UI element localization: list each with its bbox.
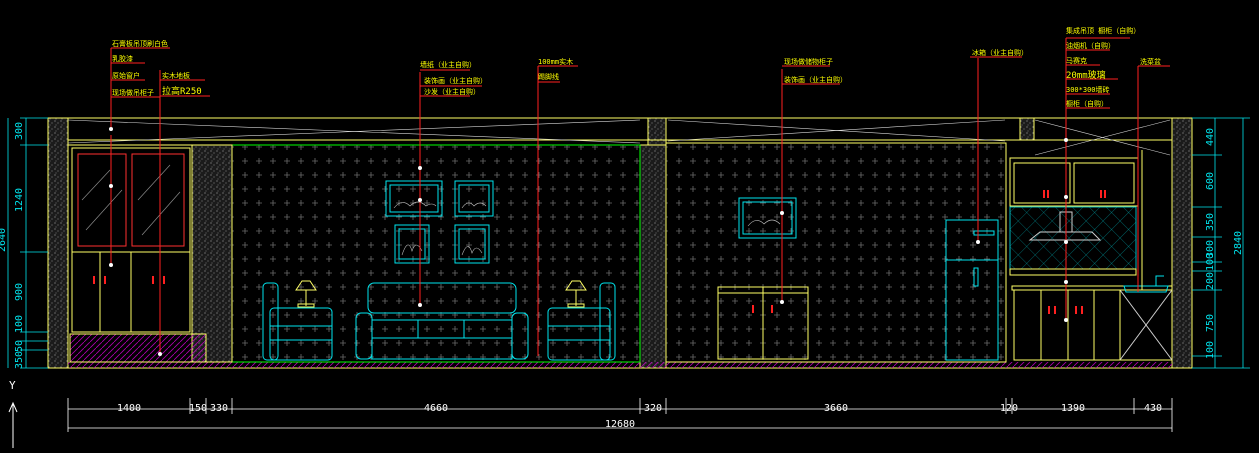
right-wall-section (1171, 117, 1193, 369)
left-dim-3: 900 (14, 283, 25, 301)
floor-finish (68, 362, 1172, 368)
note-cabinet-bottom: 橱柜（自购） (1066, 99, 1108, 108)
note-glass: 20mm玻璃 (1066, 69, 1106, 81)
note-hood: 油烟机（自购） (1066, 41, 1115, 50)
annotation-n2: 实木地板 拉高R250 (162, 71, 202, 97)
annotation-n6: 冰箱（业主自购） (972, 48, 1028, 57)
left-dim-5: 50 (14, 340, 25, 352)
bottom-dimension-labels: 1400 150 330 4660 320 3660 120 1390 430 … (117, 403, 1162, 430)
annotation-n5: 现场做储物柜子 装饰画（业主自购） (784, 57, 847, 84)
right-dim-3: 300 (1205, 240, 1216, 258)
note-kitchen-ceiling: 集成吊顶 橱柜（自购） (1066, 26, 1140, 35)
left-dim-4: 100 (14, 315, 25, 333)
note-sofa: 沙发（业主自购） (424, 87, 480, 96)
bottom-dim-total: 12680 (605, 419, 635, 430)
bottom-dimension-chain (67, 398, 1173, 432)
left-dimension-chain (7, 117, 48, 369)
leader-lines (110, 37, 1170, 356)
annotation-n1: 石膏板吊顶刷白色 乳胶漆 原始窗户 现场做吊柜子 (112, 39, 168, 97)
note-fridge: 冰箱（业主自购） (972, 48, 1028, 57)
bottom-dim-4: 320 (644, 403, 662, 414)
right-dimension-labels: 440 600 350 300 100 200 750 100 2840 (1205, 128, 1244, 359)
note-raise: 拉高R250 (162, 85, 202, 97)
display-cabinet (69, 147, 207, 363)
annotation-n4: 100mm实木 踢脚线 (538, 57, 573, 81)
leader-dots (109, 127, 1068, 356)
note-paint: 乳胶漆 (112, 54, 133, 63)
right-dimension-chain (1192, 117, 1250, 369)
refrigerator-icon (945, 219, 999, 361)
dining-wallpaper (665, 142, 1007, 363)
note-floor: 实木地板 (162, 71, 190, 80)
table-lamp-icon (295, 280, 587, 308)
left-dimension-labels: 300 1240 2640 900 100 50 350 (0, 122, 25, 369)
note-wallpaper: 墙纸（业主自购） (420, 60, 476, 69)
bottom-dim-0: 1400 (117, 403, 141, 414)
annotation-n7: 集成吊顶 橱柜（自购） 油烟机（自购） 马赛克 20mm玻璃 300*300墙砖… (1066, 26, 1140, 108)
living-room-wallpaper (231, 144, 641, 363)
ucs-axis-icon: Y (8, 379, 18, 448)
storage-cabinet (717, 286, 809, 360)
dining-picture (738, 197, 797, 239)
kitchen-cabinets (1009, 157, 1173, 361)
note-dining-picture: 装饰画（业主自购） (784, 75, 847, 84)
annotation-n3: 墙纸（业主自购） 装饰画（业主自购） 沙发（业主自购） (420, 60, 487, 96)
left-dim-0: 300 (14, 122, 25, 140)
sofa-icon (355, 282, 529, 360)
note-sink: 洗菜盆 (1140, 57, 1161, 66)
note-storage: 现场做储物柜子 (784, 57, 833, 66)
note-picture: 装饰画（业主自购） (424, 76, 487, 85)
bottom-dim-8: 430 (1144, 403, 1162, 414)
platform-step (69, 333, 207, 363)
annotation-n8: 洗菜盆 (1140, 57, 1161, 66)
note-window: 原始窗户 (112, 71, 140, 80)
right-dim-2: 350 (1205, 213, 1216, 231)
bottom-dim-7: 1390 (1061, 403, 1085, 414)
note-ceiling: 石膏板吊顶刷白色 (112, 39, 168, 48)
note-skirting-size: 100mm实木 (538, 57, 573, 66)
picture-frames (385, 180, 494, 264)
column-section (639, 144, 667, 369)
right-dim-1: 600 (1205, 172, 1216, 190)
bottom-dim-5: 3660 (824, 403, 848, 414)
right-dim-0: 440 (1205, 128, 1216, 146)
right-dim-total: 2840 (1233, 231, 1244, 255)
armchair-icon (262, 282, 616, 361)
right-dim-7: 100 (1205, 341, 1216, 359)
note-cabinet: 现场做吊柜子 (112, 88, 154, 97)
bottom-dim-2: 330 (210, 403, 228, 414)
left-wall-section (47, 117, 69, 369)
right-dim-5: 200 (1205, 272, 1216, 290)
left-dim-2: 2640 (0, 228, 8, 252)
bottom-dim-1: 150 (189, 403, 207, 414)
bottom-dim-3: 4660 (424, 403, 448, 414)
note-skirting: 踢脚线 (538, 72, 559, 81)
right-dim-4: 100 (1205, 253, 1216, 271)
note-mosaic: 马赛克 (1066, 56, 1087, 65)
left-dim-6: 350 (14, 351, 25, 369)
note-tiles: 300*300墙砖 (1066, 85, 1110, 94)
axis-label: Y (9, 379, 16, 392)
bottom-dim-6: 120 (1000, 403, 1018, 414)
left-dim-1: 1240 (14, 188, 25, 212)
right-dim-6: 750 (1205, 314, 1216, 332)
backsplash-tiles (1009, 206, 1137, 270)
sink-icon (1123, 275, 1169, 293)
